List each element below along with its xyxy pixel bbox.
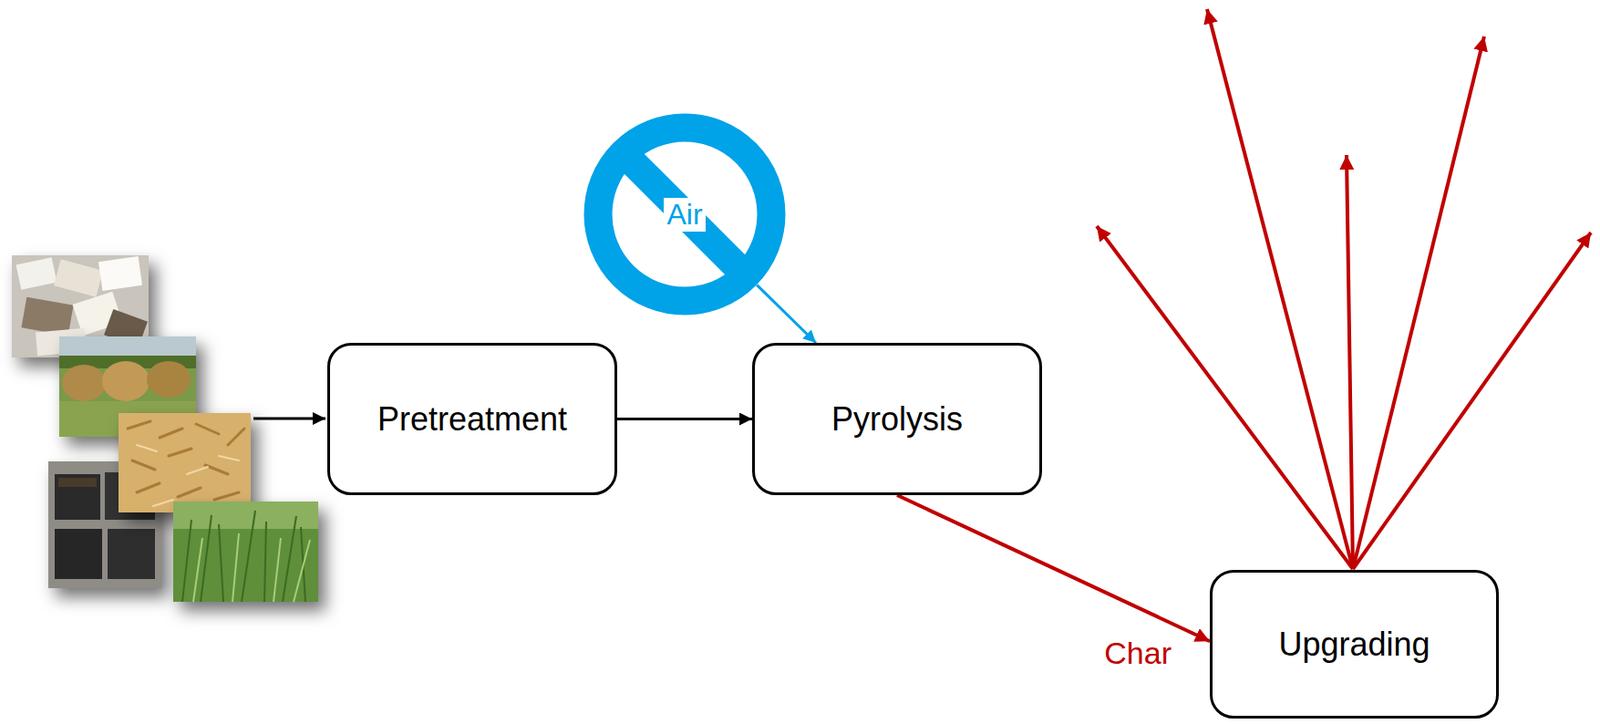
process-label: Upgrading xyxy=(1278,625,1430,664)
grain-photo xyxy=(118,412,251,513)
flow-arrow xyxy=(756,285,816,343)
flow-arrow xyxy=(897,495,1210,641)
symbol-label: Air xyxy=(663,197,705,232)
process-box: Pyrolysis xyxy=(752,342,1043,496)
process-label: Pretreatment xyxy=(377,400,568,439)
grass-photo xyxy=(173,501,319,602)
process-box: Pretreatment xyxy=(327,342,618,496)
product-arrows xyxy=(1096,9,1591,569)
feed-arrow xyxy=(253,417,326,421)
no-air-symbol: Air xyxy=(583,113,786,316)
process-label: Pyrolysis xyxy=(831,400,963,439)
flow-arrow xyxy=(617,417,753,421)
stream-label: Char xyxy=(1104,635,1172,671)
process-box: Upgrading xyxy=(1209,569,1499,719)
